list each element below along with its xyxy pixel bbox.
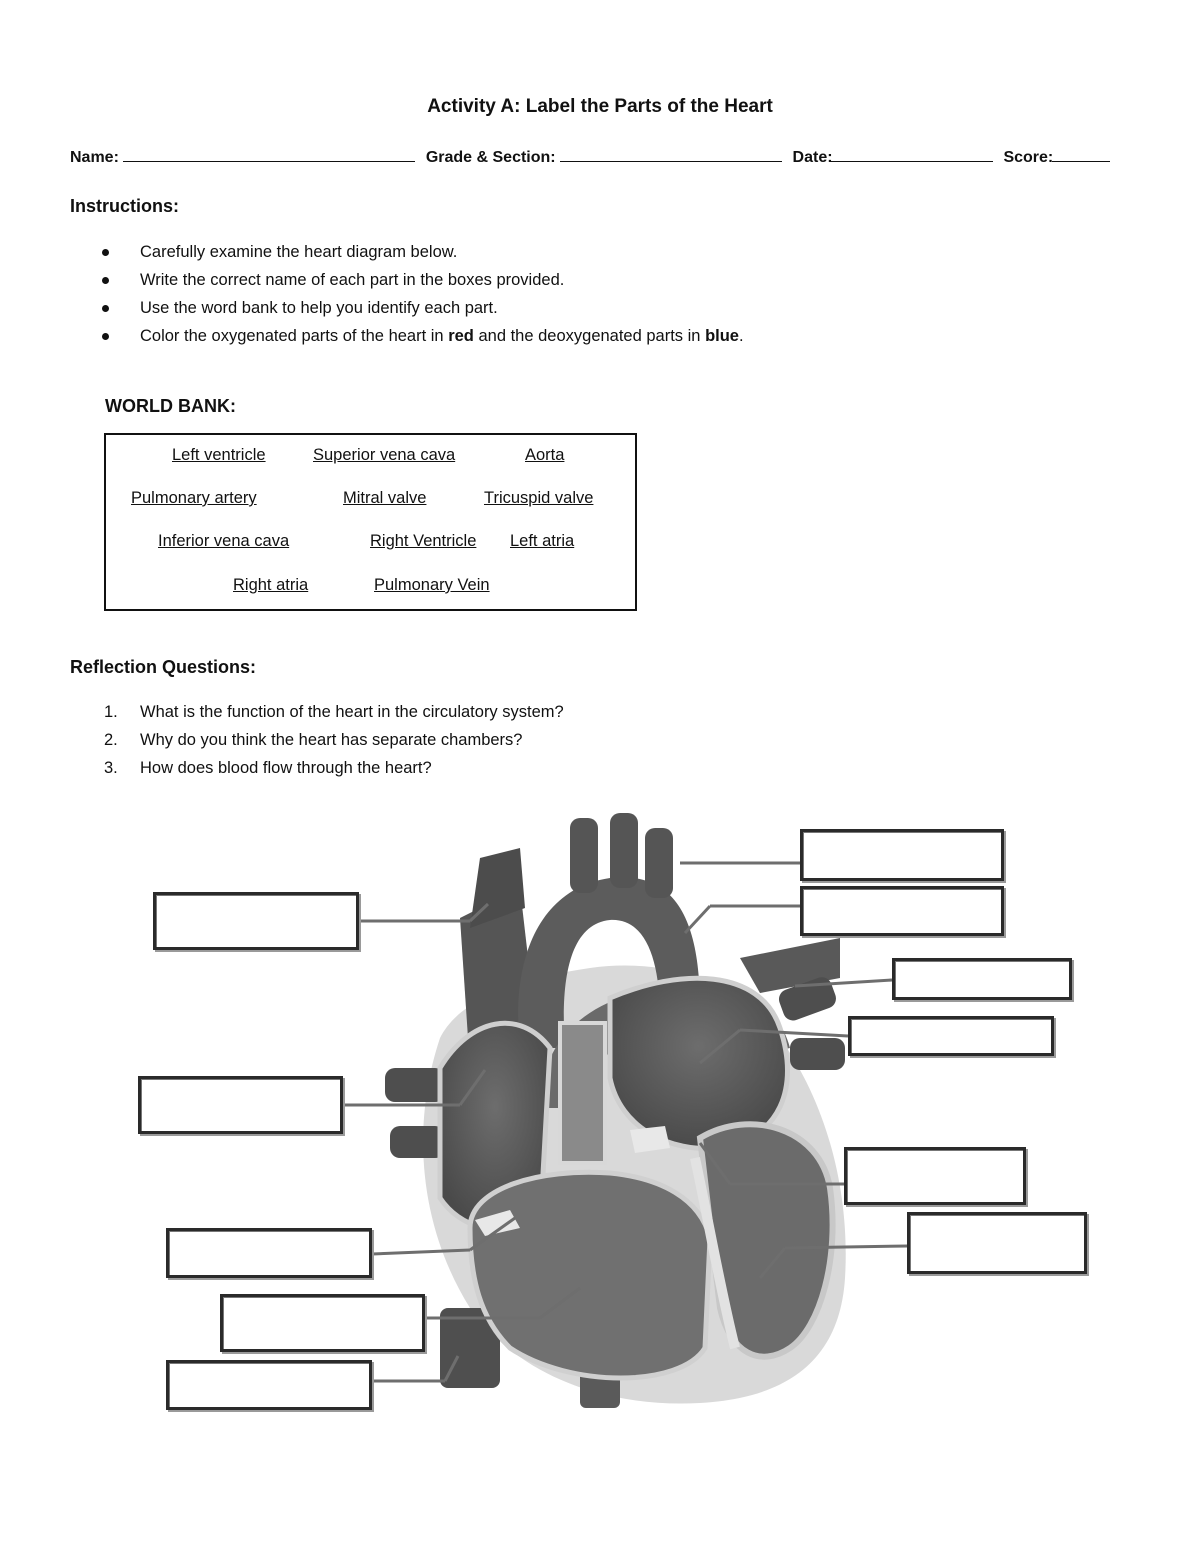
student-info-row: Name: Grade & Section: Date: Score: [70, 147, 1130, 167]
bullet-icon [102, 305, 109, 312]
label-box-9[interactable] [848, 1016, 1054, 1056]
word-bank-item: Left atria [510, 532, 574, 551]
name-label: Name: [70, 149, 119, 166]
bullet-icon [102, 333, 109, 340]
instructions-list: Carefully examine the heart diagram belo… [102, 238, 744, 350]
word-bank-item: Aorta [525, 446, 564, 465]
label-box-11[interactable] [907, 1212, 1087, 1274]
score-label: Score: [1003, 149, 1053, 166]
label-box-5[interactable] [166, 1360, 372, 1410]
label-box-3[interactable] [166, 1228, 372, 1278]
label-box-2[interactable] [138, 1076, 343, 1134]
instructions-heading: Instructions: [70, 196, 179, 217]
grade-section-field[interactable] [560, 147, 782, 162]
word-bank-item: Pulmonary artery [131, 489, 257, 508]
bullet-icon [102, 249, 109, 256]
word-bank-heading: WORLD BANK: [105, 396, 236, 417]
bullet-icon [102, 277, 109, 284]
list-item: 3.How does blood flow through the heart? [102, 754, 564, 782]
label-box-1[interactable] [153, 892, 359, 950]
reflection-heading: Reflection Questions: [70, 657, 256, 678]
grade-section-label: Grade & Section: [426, 149, 556, 166]
label-box-8[interactable] [892, 958, 1072, 1000]
word-bank-item: Pulmonary Vein [374, 576, 490, 595]
label-box-4[interactable] [220, 1294, 425, 1352]
page-title: Activity A: Label the Parts of the Heart [0, 96, 1200, 118]
reflection-question-list: 1.What is the function of the heart in t… [102, 698, 564, 782]
word-bank-item: Right atria [233, 576, 308, 595]
date-field[interactable] [831, 147, 993, 162]
word-bank-item: Right Ventricle [370, 532, 476, 551]
list-item: Carefully examine the heart diagram belo… [102, 238, 744, 266]
list-item: Color the oxygenated parts of the heart … [102, 322, 744, 350]
list-item: Write the correct name of each part in t… [102, 266, 744, 294]
blue-keyword: blue [705, 327, 739, 345]
red-keyword: red [448, 327, 474, 345]
list-item: Use the word bank to help you identify e… [102, 294, 744, 322]
list-item: 2.Why do you think the heart has separat… [102, 726, 564, 754]
list-item: 1.What is the function of the heart in t… [102, 698, 564, 726]
label-box-10[interactable] [844, 1147, 1026, 1205]
date-label: Date: [793, 149, 833, 166]
label-box-7[interactable] [800, 886, 1004, 936]
word-bank-item: Inferior vena cava [158, 532, 289, 551]
word-bank-item: Mitral valve [343, 489, 426, 508]
word-bank-item: Tricuspid valve [484, 489, 593, 508]
label-box-6[interactable] [800, 829, 1004, 881]
word-bank-box: Left ventricle Superior vena cava Aorta … [104, 433, 637, 611]
name-field[interactable] [123, 147, 415, 162]
word-bank-item: Superior vena cava [313, 446, 455, 465]
score-field[interactable] [1052, 147, 1110, 162]
right-ventricle-shape [470, 1172, 710, 1378]
word-bank-item: Left ventricle [172, 446, 266, 465]
